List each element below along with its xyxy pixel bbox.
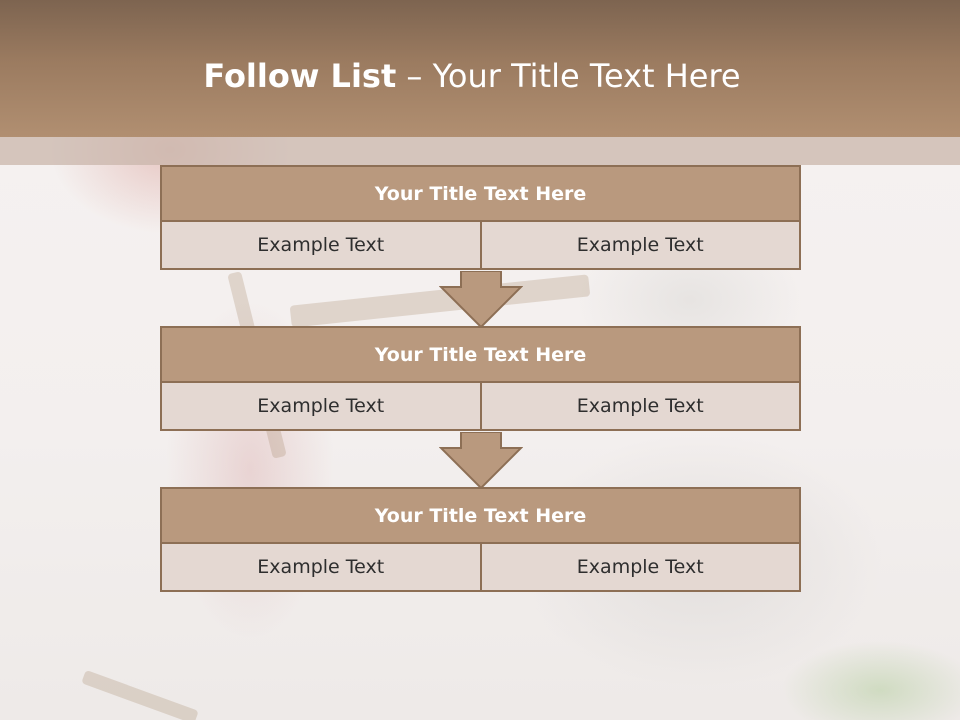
- list-item-left-text: Example Text: [160, 220, 482, 270]
- list-item-right-text: Example Text: [479, 381, 801, 431]
- list-item-heading: Your Title Text Here: [160, 487, 801, 544]
- sled-runner-decoration: [81, 669, 199, 720]
- list-item-cells: Example Text Example Text: [160, 542, 801, 592]
- header-band: [0, 0, 960, 137]
- list-item: Your Title Text Here Example Text Exampl…: [160, 326, 801, 431]
- list-item: Your Title Text Here Example Text Exampl…: [160, 487, 801, 592]
- title-rest: – Your Title Text Here: [396, 57, 741, 95]
- list-item-right-text: Example Text: [479, 220, 801, 270]
- down-arrow-icon: [439, 432, 523, 490]
- title-bold: Follow List: [203, 57, 397, 95]
- list-item-left-text: Example Text: [160, 542, 482, 592]
- list-item-right-text: Example Text: [479, 542, 801, 592]
- list-item-heading: Your Title Text Here: [160, 326, 801, 383]
- list-item-left-text: Example Text: [160, 381, 482, 431]
- page-title: Follow List – Your Title Text Here: [0, 56, 944, 96]
- list-item-cells: Example Text Example Text: [160, 220, 801, 270]
- list-item-cells: Example Text Example Text: [160, 381, 801, 431]
- list-item-heading: Your Title Text Here: [160, 165, 801, 222]
- down-arrow-icon: [439, 271, 523, 329]
- list-item: Your Title Text Here Example Text Exampl…: [160, 165, 801, 270]
- header-strip: [0, 137, 960, 165]
